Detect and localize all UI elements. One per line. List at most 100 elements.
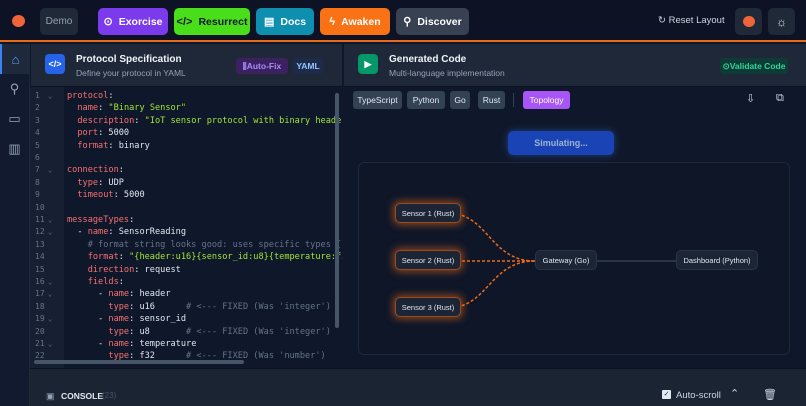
reset-layout-button[interactable]: ↻ Reset Layout [658,15,725,26]
code-token: name [108,289,130,300]
node-gateway[interactable]: Gateway (Go) [535,250,597,270]
simulating-button[interactable]: Simulating... [508,131,614,155]
download-icon[interactable]: ⇩ [746,93,756,105]
docs-button[interactable]: ▤Docs [256,8,314,35]
demo-button[interactable]: Demo [40,8,78,35]
code-text: description: "IoT sensor protocol with b… [67,115,342,127]
line-number: 20 [35,326,45,336]
tab-topology[interactable]: Topology [523,91,570,109]
copy-icon[interactable]: ⧉ [776,92,784,104]
code-line: 17⌄ - name: header [30,288,342,300]
fold-chevron-icon[interactable]: ⌄ [48,92,53,100]
code-token: : [134,115,145,126]
vertical-scrollbar[interactable] [335,93,339,328]
logo-pumpkin-icon[interactable] [12,15,25,27]
refresh-icon: ↻ [658,15,669,26]
yaml-badge: YAML [293,58,323,74]
code-text: type: u16 # <--- FIXED (Was 'integer') [67,301,331,313]
auto-fix-button[interactable]: ⫼ Auto-Fix [236,58,288,74]
code-token: type [108,351,130,362]
code-line: 10 [30,202,342,214]
line-number: 1 [35,91,40,100]
code-token: : binary [108,140,150,151]
code-line: 20 type: u8 # <--- FIXED (Was 'integer') [30,326,342,338]
code-token: type [108,326,130,337]
code-token [67,302,108,312]
node-sensor-1[interactable]: Sensor 1 (Rust) [395,203,461,223]
home-icon[interactable]: ⌂ [0,44,29,74]
code-token: : request [134,264,181,275]
sliders-icon: ⫼ [242,60,247,71]
code-text: format: binary [67,140,150,152]
fold-chevron-icon[interactable]: ⌄ [48,216,53,224]
code-token: - [67,339,109,349]
code-token: : [98,103,109,114]
chevron-up-icon[interactable]: ⌃ [730,388,740,400]
search-icon[interactable]: ⚲ [9,81,20,96]
code-token: "IoT sensor protocol with binary headers [144,115,342,126]
code-line: 14 format: "{header:u16}{sensor_id:u8}{t… [30,251,342,263]
node-sensor-2[interactable]: Sensor 2 (Rust) [395,250,461,270]
code-text: # format string looks good: uses specifi… [67,239,342,251]
line-number: 8 [35,177,40,187]
theme-pumpkin-button[interactable] [735,8,762,35]
fold-chevron-icon[interactable]: ⌄ [48,166,53,175]
tab-python[interactable]: Python [407,91,445,109]
code-token [67,128,77,138]
code-token: type [108,301,130,312]
line-number: 17 [35,289,45,299]
code-line: 1⌄protocol: [30,90,342,102]
trash-icon[interactable]: 🗑 [763,389,777,401]
code-token: name [108,314,130,325]
fold-chevron-icon[interactable]: ⌄ [48,340,53,348]
horizontal-scrollbar[interactable] [34,360,244,364]
exorcise-button[interactable]: ⊙Exorcise [98,8,168,35]
code-line: 15 direction: request [30,264,342,276]
code-token: : UDP [98,177,124,188]
topology-canvas[interactable]: Sensor 1 (Rust) Sensor 2 (Rust) Sensor 3… [358,162,790,355]
resurrect-button[interactable]: </>Resurrect [174,8,250,35]
code-line: 13 # format string looks good: uses spec… [30,239,342,251]
validate-label: Validate Code [729,61,786,71]
code-text: timeout: 5000 [67,189,144,201]
code-token: description [77,115,135,126]
node-dashboard[interactable]: Dashboard (Python) [676,250,758,270]
fold-chevron-icon[interactable]: ⌄ [48,278,53,286]
code-text: type: u8 # <--- FIXED (Was 'integer') [67,326,331,338]
yaml-editor[interactable]: 1⌄protocol:2 name: "Binary Sensor"3 desc… [30,87,342,368]
book-icon[interactable]: ▥ [8,141,21,156]
tab-typescript[interactable]: TypeScript [353,91,402,109]
right-panel: TypeScript Python Go Rust Topology ⇩ ⧉ S… [344,87,806,368]
code-token: name [108,339,130,349]
layers-icon[interactable]: ▭ [8,111,21,126]
awaken-label: Awaken [341,15,381,28]
fold-chevron-icon[interactable]: ⌄ [48,228,53,237]
code-token [67,265,88,275]
code-token: timeout [77,190,114,201]
auto-scroll-checkbox[interactable]: ✓ [662,390,671,399]
validate-code-button[interactable]: ⊙ Validate Code [720,58,788,74]
discover-label: Discover [417,15,462,28]
node-sensor-3[interactable]: Sensor 3 (Rust) [395,297,461,317]
code-line: 3 description: "IoT sensor protocol with… [30,115,342,127]
code-token: protocol [67,91,109,101]
console-label[interactable]: CONSOLE [61,391,104,401]
code-line: 16⌄ fields: [30,276,342,288]
fold-chevron-icon[interactable]: ⌄ [48,315,53,324]
discover-button[interactable]: ⚲Discover [396,8,469,35]
code-line: 18 type: u16 # <--- FIXED (Was 'integer'… [30,301,342,313]
line-number: 21 [35,339,45,348]
tab-go[interactable]: Go [450,91,470,109]
line-number: 4 [35,128,40,138]
code-token: direction [87,264,135,275]
theme-toggle-button[interactable]: ☼ [768,8,795,35]
code-token: : u8 [129,326,187,337]
tab-rust[interactable]: Rust [478,91,505,109]
line-number: 2 [35,103,40,113]
code-text: type: f32 # <--- FIXED (Was 'number') [67,350,325,362]
fold-chevron-icon[interactable]: ⌄ [48,290,53,299]
code-token: port [77,128,99,139]
code-line: 5 format: binary [30,140,342,152]
